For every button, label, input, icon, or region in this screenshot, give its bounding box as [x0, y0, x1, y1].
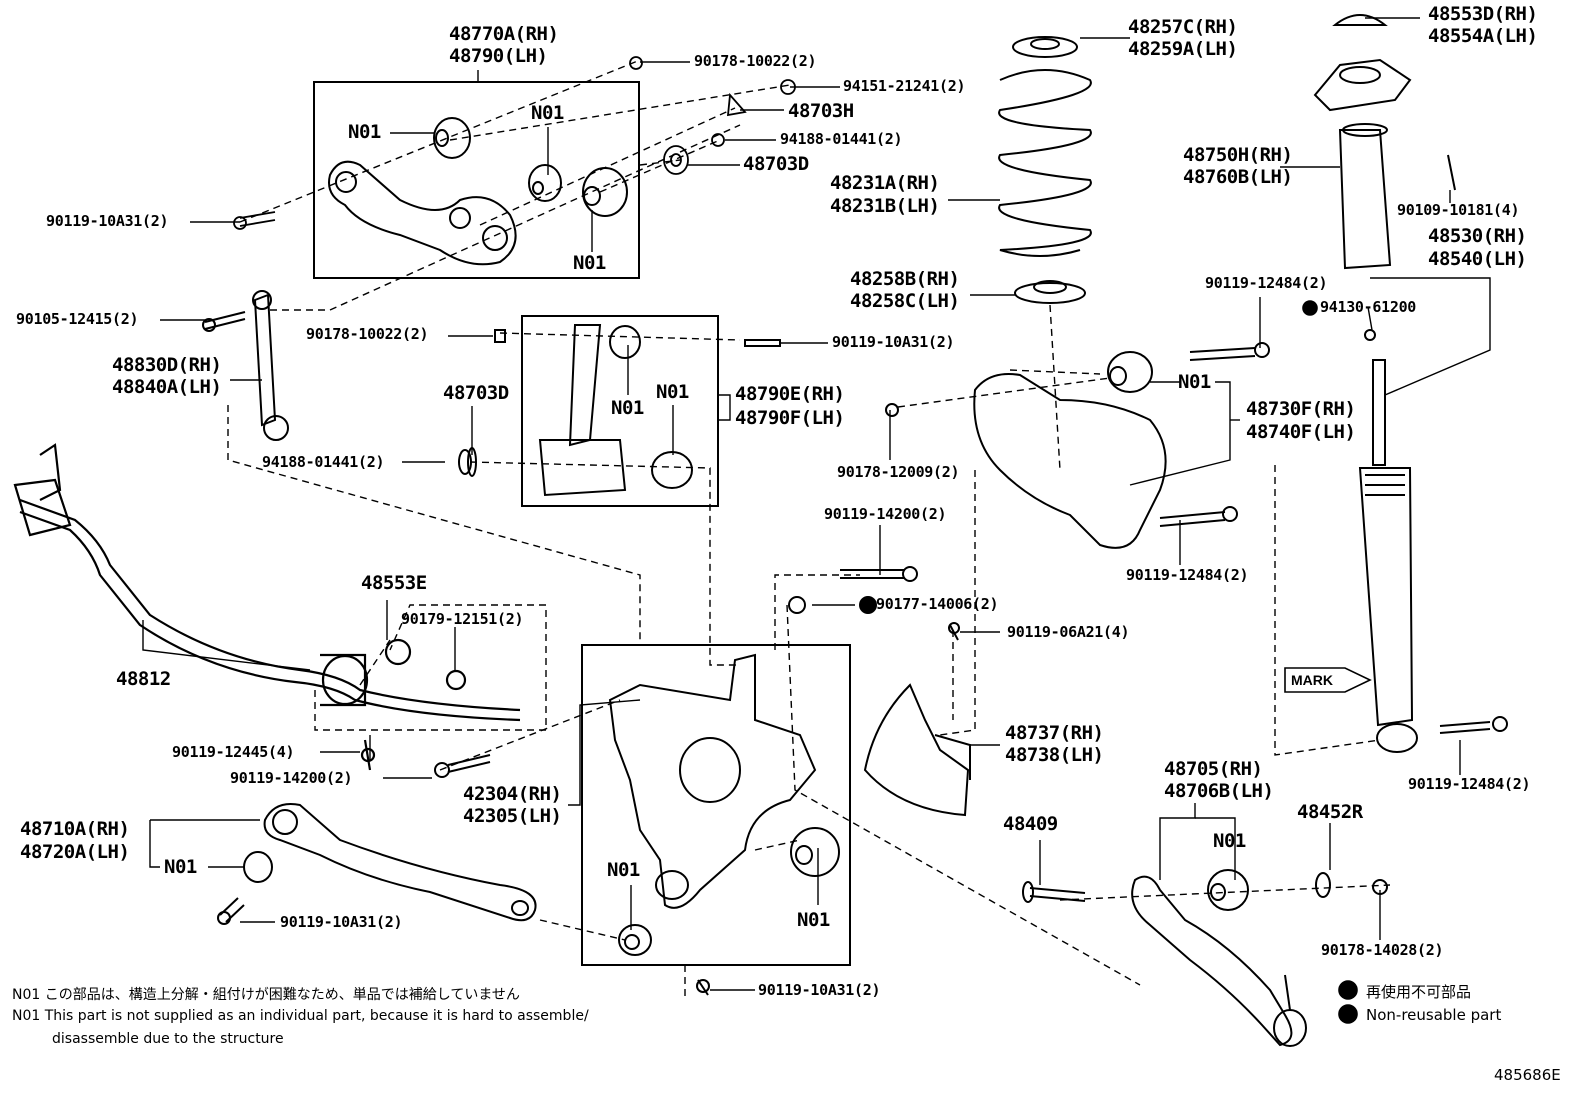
- label-94188-01441-top: 94188-01441(2): [780, 130, 903, 148]
- label-94188-01441-mid: 94188-01441(2): [262, 453, 385, 471]
- lower-arm-upper-drawing: [885, 342, 1270, 549]
- stabilizer-link-drawing: [202, 290, 289, 441]
- label-48760B: 48760B(LH): [1183, 166, 1293, 188]
- stabilizer-bar-drawing: [13, 443, 521, 771]
- label-48452R: 48452R: [1297, 801, 1363, 823]
- label-48703H: 48703H: [788, 100, 854, 122]
- label-90119-10A31-c: 90119-10A31(2): [280, 913, 403, 931]
- label-48830D: 48830D(RH): [112, 354, 222, 376]
- label-90119-10A31-a: 90119-10A31(2): [46, 212, 169, 230]
- label-n01-a: N01: [348, 121, 381, 143]
- label-90119-10A31-d: 90119-10A31(2): [758, 981, 881, 999]
- label-48540: 48540(LH): [1428, 248, 1527, 270]
- label-48790: 48790(LH): [449, 45, 548, 67]
- knuckle-box: [581, 644, 851, 966]
- label-42304: 42304(RH): [463, 783, 562, 805]
- label-90119-10A31-b: 90119-10A31(2): [832, 333, 955, 351]
- label-90119-12445: 90119-12445(4): [172, 743, 295, 761]
- label-48706B: 48706B(LH): [1164, 780, 1274, 802]
- label-48812: 48812: [116, 668, 171, 690]
- label-94130-61200: 94130-61200: [1320, 298, 1417, 316]
- label-42305: 42305(LH): [463, 805, 562, 827]
- label-90105-12415: 90105-12415(2): [16, 310, 139, 328]
- mark-pointer: [1284, 667, 1372, 693]
- note-en-line2: disassemble due to the structure: [52, 1031, 284, 1047]
- upper-arm-box: [313, 81, 640, 279]
- label-90119-12484-a: 90119-12484(2): [1205, 274, 1328, 292]
- label-48259A: 48259A(LH): [1128, 38, 1238, 60]
- label-48409: 48409: [1003, 813, 1058, 835]
- label-48553D: 48553D(RH): [1428, 3, 1538, 25]
- lower-arm-rear-drawing: [696, 869, 1388, 1047]
- label-90119-12484-b: 90119-12484(2): [1126, 566, 1249, 584]
- label-48703D-top: 48703D: [743, 153, 809, 175]
- label-48554A: 48554A(LH): [1428, 25, 1538, 47]
- label-48720A: 48720A(LH): [20, 841, 130, 863]
- label-n01-i: N01: [797, 909, 830, 931]
- label-90178-10022-mid: 90178-10022(2): [306, 325, 429, 343]
- nonreusable-marker-94130: [1302, 300, 1318, 316]
- label-n01-d: N01: [611, 397, 644, 419]
- label-48705: 48705(RH): [1164, 758, 1263, 780]
- top-fasteners: [233, 56, 796, 230]
- label-48231B: 48231B(LH): [830, 195, 940, 217]
- label-48750H: 48750H(RH): [1183, 144, 1293, 166]
- legend-jp: 再使用不可部品: [1366, 983, 1472, 1001]
- lower-arm-front-drawing: [217, 803, 537, 925]
- upper-arm-drawing: [328, 117, 628, 266]
- center-bolts: [788, 566, 960, 641]
- figure-code: 485686E: [1494, 1066, 1561, 1084]
- label-n01-g: N01: [164, 856, 197, 878]
- label-48737: 48737(RH): [1005, 722, 1104, 744]
- label-n01-f: N01: [1178, 371, 1211, 393]
- label-48840A: 48840A(LH): [112, 376, 222, 398]
- label-n01-j: N01: [1213, 830, 1246, 852]
- label-48790F: 48790F(LH): [735, 407, 845, 429]
- label-48231A: 48231A(RH): [830, 172, 940, 194]
- label-48738: 48738(LH): [1005, 744, 1104, 766]
- cover-drawing: [863, 683, 971, 817]
- label-n01-e: N01: [656, 381, 689, 403]
- legend-marker-jp: [1338, 980, 1358, 1000]
- label-90119-12484-c: 90119-12484(2): [1408, 775, 1531, 793]
- label-48257C: 48257C(RH): [1128, 16, 1238, 38]
- label-90178-12009: 90178-12009(2): [837, 463, 960, 481]
- shock-absorber-drawing: [1313, 14, 1508, 753]
- label-n01-c: N01: [573, 252, 606, 274]
- label-n01-b: N01: [531, 102, 564, 124]
- note-en-line1: N01 This part is not supplied as an indi…: [12, 1008, 589, 1024]
- mark-label: MARK: [1291, 672, 1333, 688]
- dashed-guides: [227, 59, 1391, 1000]
- spring-drawing: [998, 36, 1092, 304]
- label-90177-14006: 90177-14006(2): [876, 595, 999, 613]
- label-48258C: 48258C(LH): [850, 290, 960, 312]
- toe-arm-box: [521, 315, 719, 507]
- label-90178-10022-top: 90178-10022(2): [694, 52, 817, 70]
- toe-arm-drawing: [458, 324, 781, 497]
- label-48530: 48530(RH): [1428, 225, 1527, 247]
- legend-en: Non-reusable part: [1366, 1006, 1502, 1024]
- label-90119-14200-b: 90119-14200(2): [230, 769, 353, 787]
- label-48770A: 48770A(RH): [449, 23, 559, 45]
- label-48710A: 48710A(RH): [20, 818, 130, 840]
- label-48258B: 48258B(RH): [850, 268, 960, 290]
- label-48730F: 48730F(RH): [1246, 398, 1356, 420]
- note-jp: N01 この部品は、構造上分解・組付けが困難なため、単品では補給していません: [12, 987, 520, 1003]
- label-n01-h: N01: [607, 859, 640, 881]
- label-48553E: 48553E: [361, 572, 427, 594]
- label-48790E: 48790E(RH): [735, 383, 845, 405]
- label-94151-21241: 94151-21241(2): [843, 77, 966, 95]
- label-90178-14028: 90178-14028(2): [1321, 941, 1444, 959]
- legend-marker-en: [1338, 1004, 1358, 1024]
- label-48703D-mid: 48703D: [443, 382, 509, 404]
- label-90109-10181: 90109-10181(4): [1397, 201, 1520, 219]
- knuckle-drawing: [434, 653, 840, 956]
- label-48740F: 48740F(LH): [1246, 421, 1356, 443]
- label-90119-06A21: 90119-06A21(4): [1007, 623, 1130, 641]
- label-90179-12151: 90179-12151(2): [401, 610, 524, 628]
- label-90119-14200-a: 90119-14200(2): [824, 505, 947, 523]
